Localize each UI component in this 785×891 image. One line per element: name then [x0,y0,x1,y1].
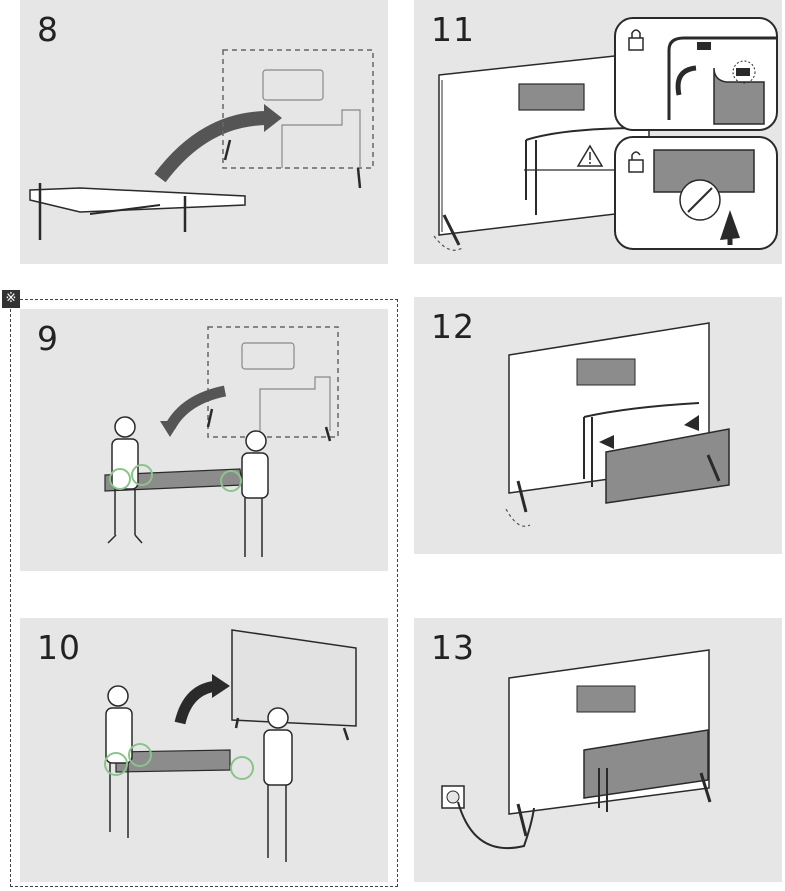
step-11-illustration [433,17,778,251]
reference-mark: ※ [2,290,20,308]
step-8-illustration [29,49,374,240]
step-9-panel: 9 [20,309,388,571]
power-outlet-icon [441,785,465,809]
step-number: 9 [37,319,59,358]
optional-steps-frame [10,299,398,887]
step-number: 12 [431,307,475,346]
lock-open-icon [628,151,644,173]
step-number: 13 [431,628,475,667]
step-11-panel: 11 [414,0,782,264]
step-13-illustration [441,649,712,850]
step-number: 11 [431,10,475,49]
warning-icon [576,144,604,167]
person-right [263,707,293,862]
step-10-panel: 10 [20,618,388,882]
step-number: 8 [37,10,59,49]
person-left [107,416,143,544]
step-12-illustration [505,322,730,527]
step-10-illustration [104,629,357,862]
step-9-illustration [104,326,339,557]
step-13-panel: 13 [414,618,782,882]
step-8-panel: 8 [20,0,388,264]
step-number: 10 [37,628,81,667]
person-left [105,685,133,838]
person-right [241,430,269,557]
step-12-panel: 12 [414,297,782,554]
lock-closed-icon [628,29,644,51]
